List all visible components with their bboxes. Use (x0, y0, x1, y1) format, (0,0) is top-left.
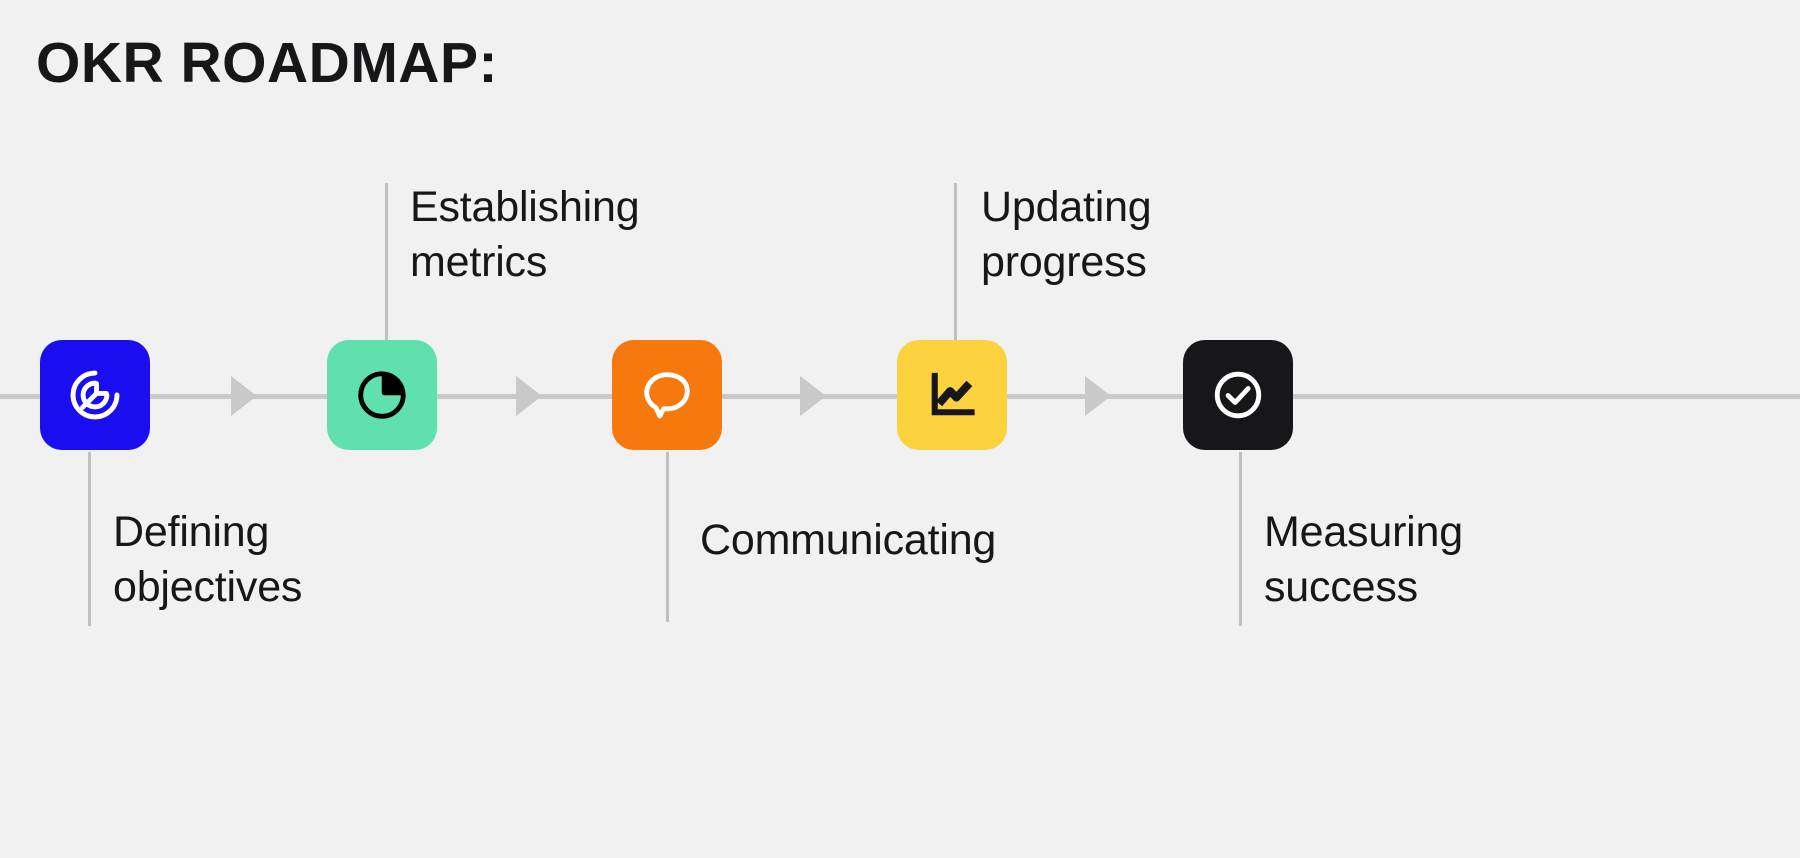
stage-tile-measuring-success[interactable] (1183, 340, 1293, 450)
stage-label-measuring-success: Measuring success (1264, 508, 1463, 611)
stage-tile-establishing-metrics[interactable] (327, 340, 437, 450)
connector-establishing-metrics (385, 183, 388, 343)
timeline-arrow-1 (231, 376, 257, 416)
line-chart-icon (924, 367, 980, 423)
stage-tile-communicating[interactable] (612, 340, 722, 450)
timeline-arrow-2 (516, 376, 542, 416)
speech-bubble-icon (638, 366, 696, 424)
stage-label-communicating: Communicating (700, 516, 997, 564)
connector-defining-objectives (88, 452, 91, 626)
stage-label-updating-progress: Updating progress (981, 183, 1152, 286)
stage-tile-defining-objectives[interactable] (40, 340, 150, 450)
target-arrow-icon (64, 364, 126, 426)
page-title: OKR ROADMAP: (36, 31, 498, 95)
connector-communicating (666, 452, 669, 622)
connector-updating-progress (954, 183, 957, 343)
pie-chart-icon (353, 366, 411, 424)
stage-tile-updating-progress[interactable] (897, 340, 1007, 450)
stage-label-defining-objectives: Defining objectives (113, 508, 303, 611)
stage-label-establishing-metrics: Establishing metrics (410, 183, 640, 286)
timeline-arrow-3 (800, 376, 826, 416)
check-circle-icon (1209, 366, 1267, 424)
connector-measuring-success (1239, 452, 1242, 626)
timeline-arrow-4 (1085, 376, 1111, 416)
